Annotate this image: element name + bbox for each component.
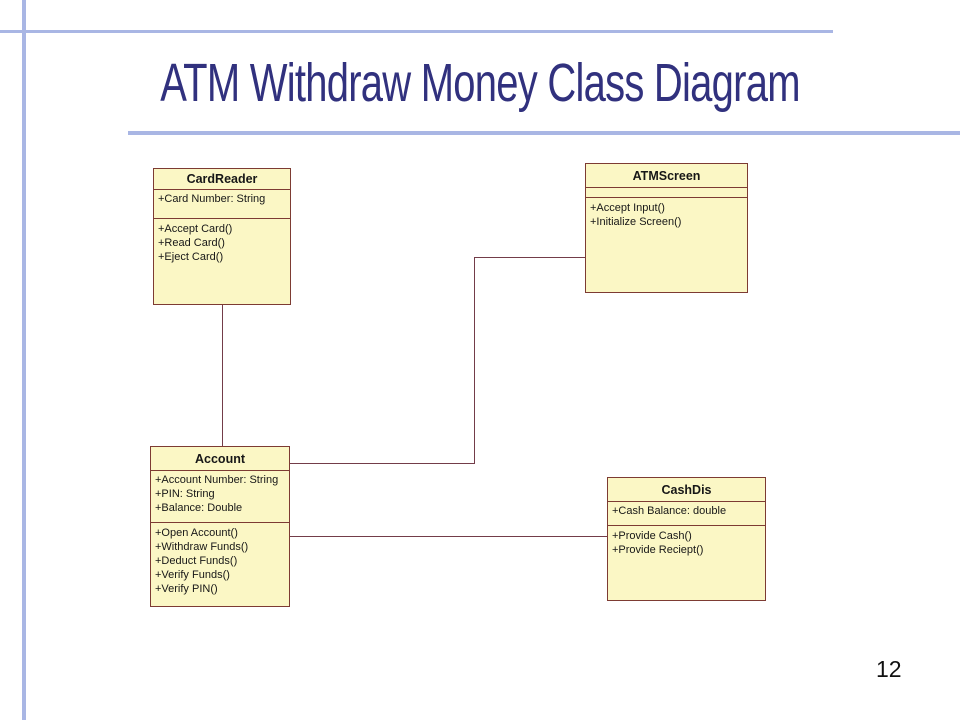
member-line: +Read Card() xyxy=(158,237,225,249)
member-line: +Card Number: String xyxy=(158,193,266,205)
class-name: Account xyxy=(151,447,289,471)
attributes-section: +Account Number: String +PIN: String +Bala… xyxy=(151,471,289,523)
connector-account-cashdis xyxy=(290,536,607,537)
member-line: +Initialize Screen() xyxy=(590,216,682,228)
member-line: +Provide Cash() xyxy=(612,530,692,542)
member-line: +Open Account() xyxy=(155,527,238,539)
member-line: +Accept Card() xyxy=(158,223,233,235)
page-title: ATM Withdraw Money Class Diagram xyxy=(160,53,800,113)
member-line: +Deduct Funds() xyxy=(155,555,238,567)
methods-section: +Accept Card() +Read Card() +Eject Card() xyxy=(154,219,290,304)
member-line: +Verify Funds() xyxy=(155,569,230,581)
connector-atmscreen-account-seg3 xyxy=(290,463,475,464)
member-line: +Provide Reciept() xyxy=(612,544,704,556)
uml-class-account: Account +Account Number: String +PIN: Str… xyxy=(150,446,290,607)
connector-cardreader-account xyxy=(222,305,223,446)
left-accent-line xyxy=(22,0,26,720)
methods-section: +Open Account() +Withdraw Funds() +Deduct … xyxy=(151,523,289,606)
uml-class-cashdis: CashDis +Cash Balance: double +Provide C… xyxy=(607,477,766,601)
connector-atmscreen-account-seg1 xyxy=(474,257,585,258)
member-line: +Cash Balance: double xyxy=(612,505,727,517)
attributes-section xyxy=(586,188,747,198)
top-accent-line xyxy=(0,30,833,33)
member-line: +PIN: String xyxy=(155,488,215,500)
attributes-section: +Card Number: String xyxy=(154,190,290,219)
member-line: +Verify PIN() xyxy=(155,583,218,595)
attributes-section: +Cash Balance: double xyxy=(608,502,765,526)
member-line: +Account Number: String xyxy=(155,474,279,486)
member-line: +Balance: Double xyxy=(155,502,243,514)
member-line: +Withdraw Funds() xyxy=(155,541,249,553)
methods-section: +Provide Cash() +Provide Reciept() xyxy=(608,526,765,600)
page-number: 12 xyxy=(876,656,902,682)
uml-class-cardreader: CardReader +Card Number: String +Accept … xyxy=(153,168,291,305)
connector-atmscreen-account-seg2 xyxy=(474,257,475,463)
member-line: +Eject Card() xyxy=(158,251,224,263)
methods-section: +Accept Input() +Initialize Screen() xyxy=(586,198,747,292)
uml-class-atmscreen: ATMScreen +Accept Input() +Initialize Scr… xyxy=(585,163,748,293)
class-name: CashDis xyxy=(608,478,765,502)
class-name: ATMScreen xyxy=(586,164,747,188)
title-underline xyxy=(128,131,960,135)
member-line: +Accept Input() xyxy=(590,202,665,214)
class-name: CardReader xyxy=(154,169,290,190)
